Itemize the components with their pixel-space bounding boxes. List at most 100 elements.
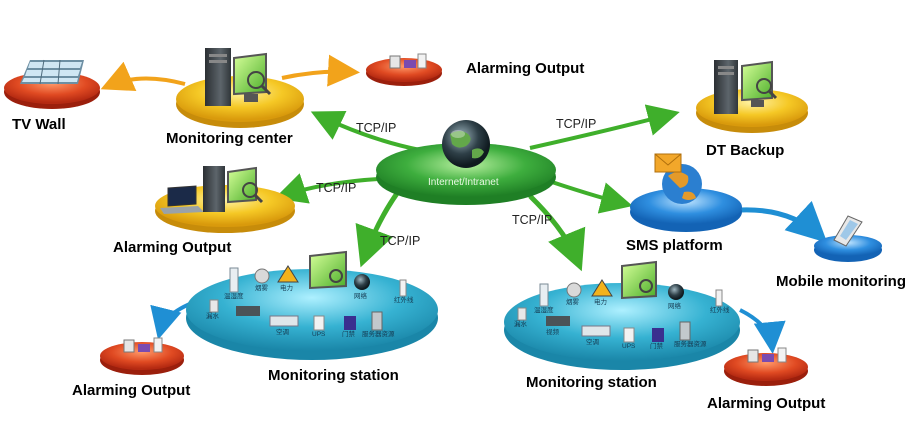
- label-dt-backup: DT Backup: [706, 142, 785, 159]
- infrared-sensor-icon: [399, 279, 407, 297]
- station-left-tag: 烟雾: [255, 285, 268, 292]
- sms-globe-icon: [662, 164, 702, 204]
- station-right-tag: UPS: [622, 343, 636, 350]
- alarm-output-top-node: [366, 53, 442, 86]
- station-left-tag: 空调: [276, 329, 289, 336]
- label-alarm-output-mid: Alarming Output: [113, 239, 232, 256]
- station-right-tag: 红外线: [710, 307, 730, 314]
- station-right-tag: 烟雾: [566, 299, 579, 306]
- server-resource-icon: [679, 321, 691, 341]
- warning-sign-icon: [277, 265, 299, 283]
- ups-icon: [313, 315, 325, 331]
- ups-icon: [623, 327, 635, 343]
- arrow-hub-to-station-right: [528, 194, 586, 272]
- tv-wall-icon: [20, 59, 84, 85]
- mobile-monitoring-node: [814, 215, 882, 262]
- arrow-sms-to-mobile: [739, 200, 828, 243]
- link-label-tcp-station-left: TCP/IP: [380, 234, 421, 248]
- station-right-tag: 漏水: [514, 321, 527, 328]
- hub-label: Internet/Intranet: [428, 177, 499, 188]
- arrows: [100, 54, 828, 354]
- water-leak-icon: [517, 307, 527, 321]
- alarm-devices-icon: [747, 347, 787, 363]
- video-camera-icon: [546, 316, 570, 326]
- label-alarm-output-left: Alarming Output: [72, 382, 191, 399]
- mobile-phone-icon: [833, 215, 863, 247]
- magnifier-icon: [247, 71, 272, 96]
- access-control-icon: [344, 316, 356, 330]
- station-monitor-icon: [621, 260, 657, 300]
- monitoring-station-right-node: [504, 260, 740, 370]
- server-icon: [205, 48, 231, 106]
- warning-sign-icon: [591, 279, 613, 297]
- globe-icon: [442, 120, 490, 168]
- link-label-tcp-center: TCP/IP: [356, 121, 397, 135]
- alarm-output-mid-node: [155, 166, 295, 233]
- station-monitor-icon: [309, 250, 347, 290]
- laptop-icon: [160, 185, 204, 214]
- arrow-center-to-alarm-top: [281, 54, 360, 87]
- label-alarm-output-top: Alarming Output: [466, 60, 585, 77]
- internet-hub-node: [376, 120, 556, 205]
- alarm-output-left-node: [100, 337, 184, 375]
- access-control-icon: [652, 328, 664, 342]
- station-left-tag: 温湿度: [224, 293, 244, 300]
- monitor-icon: [227, 166, 257, 204]
- label-monitoring-station-right: Monitoring station: [526, 374, 657, 391]
- station-right-tag: 网络: [668, 303, 681, 310]
- station-left-tag: 门禁: [342, 331, 355, 338]
- label-sms-platform: SMS platform: [626, 237, 723, 254]
- server-icon: [714, 60, 738, 114]
- link-label-tcp-station-right: TCP/IP: [512, 213, 553, 227]
- air-conditioner-icon: [581, 325, 611, 337]
- server-resource-icon: [371, 311, 383, 331]
- station-left-tag: 服务器资源: [362, 331, 395, 338]
- smoke-detector-icon: [566, 282, 582, 298]
- station-right-tag: 电力: [594, 299, 607, 306]
- arrow-hub-to-station-left: [355, 190, 401, 268]
- station-left-tag: 网络: [354, 293, 367, 300]
- arrow-station-right-to-alarm: [739, 308, 786, 354]
- station-left-icons: [209, 250, 407, 331]
- temperature-sensor-icon: [229, 267, 239, 293]
- arrow-center-to-tvwall: [100, 61, 186, 92]
- water-leak-icon: [209, 299, 219, 313]
- video-camera-icon: [236, 306, 260, 316]
- station-right-tag: 空调: [586, 339, 599, 346]
- infrared-sensor-icon: [715, 289, 723, 307]
- monitor-icon: [741, 60, 773, 107]
- arrow-hub-to-center: [310, 110, 421, 152]
- station-left-tag: UPS: [312, 331, 326, 338]
- station-left-tag: 红外线: [394, 297, 414, 304]
- smoke-detector-icon: [254, 268, 270, 284]
- link-label-tcp-backup: TCP/IP: [556, 117, 597, 131]
- label-tv-wall: TV Wall: [12, 116, 66, 133]
- monitoring-center-node: [176, 48, 304, 128]
- station-left-tag: 漏水: [206, 313, 219, 320]
- tv-wall-node: [4, 59, 100, 109]
- magnifier-icon: [756, 78, 778, 100]
- label-mobile-monitoring: Mobile monitoring: [776, 273, 906, 290]
- alarm-output-right-node: [724, 347, 808, 386]
- station-right-tag: 视频: [546, 329, 559, 336]
- magnifier-icon: [242, 182, 264, 204]
- station-left-tag: 电力: [280, 285, 293, 292]
- sms-platform-node: [630, 153, 742, 232]
- alarm-devices-icon: [389, 53, 427, 69]
- label-monitoring-center: Monitoring center: [166, 130, 293, 147]
- label-alarm-output-right: Alarming Output: [707, 395, 826, 412]
- link-label-tcp-alarm: TCP/IP: [316, 181, 357, 195]
- label-monitoring-station-left: Monitoring station: [268, 367, 399, 384]
- station-right-tag: 服务器资源: [674, 341, 707, 348]
- station-right-tag: 温湿度: [534, 307, 554, 314]
- arrow-hub-to-backup: [529, 104, 680, 150]
- monitoring-station-left-node: [186, 250, 438, 360]
- alarm-devices-icon: [123, 337, 163, 353]
- network-globe-icon: [668, 284, 684, 300]
- air-conditioner-icon: [269, 315, 299, 327]
- temperature-sensor-icon: [539, 283, 549, 307]
- station-right-tag: 门禁: [650, 343, 663, 350]
- network-globe-icon: [354, 274, 370, 290]
